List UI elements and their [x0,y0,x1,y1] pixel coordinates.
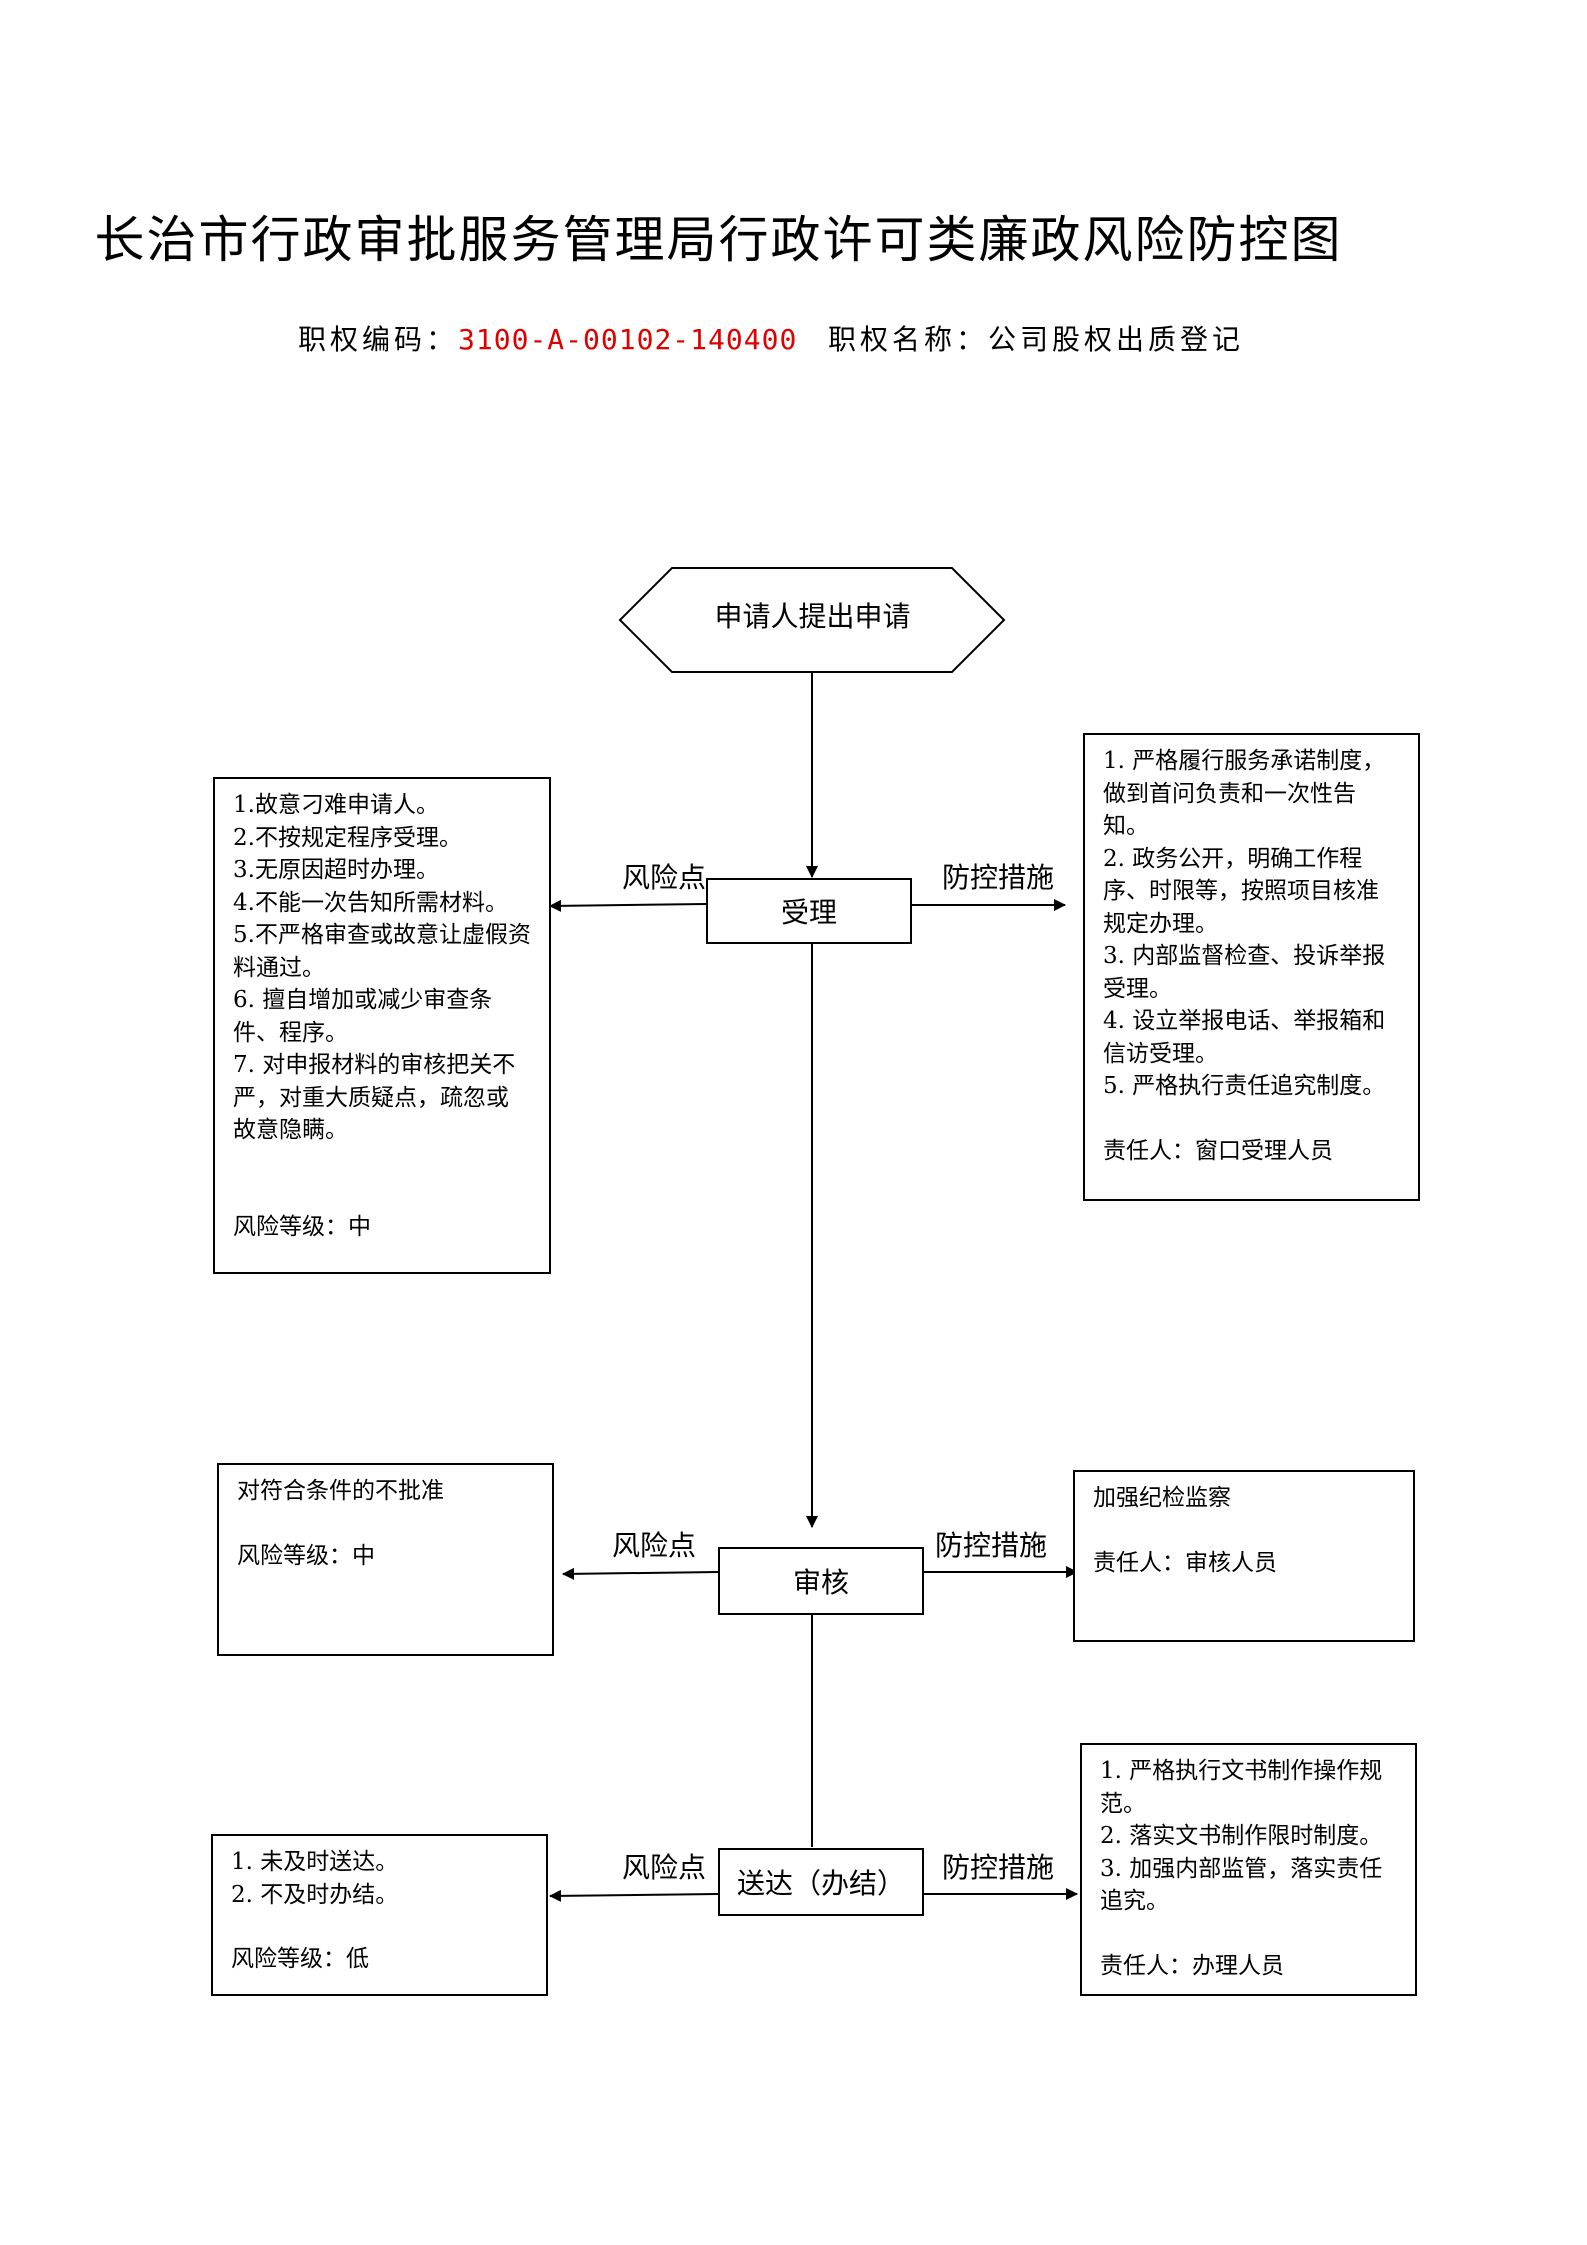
authority-code: 职权编码：3100-A-00102-140400 [298,318,797,358]
risk-item: 7. 对申报材料的审核把关不严，对重大质疑点，疏忽或故意隐瞒。 [233,1052,516,1143]
risk-item: 2. 不及时办结。 [231,1881,399,1908]
step-review: 审核 [718,1547,924,1615]
risk-point-label: 风险点 [612,1529,697,1562]
page-title: 长治市行政审批服务管理局行政许可类廉政风险防控图 [94,211,1343,269]
start-hexagon [618,567,1006,673]
arrow-review-risk [562,1567,719,1580]
authority-name: 职权名称：公司股权出质登记 [828,318,1244,358]
risk-box-accept: 1.故意刁难申请人。 2.不按规定程序受理。 3.无原因超时办理。 4.不能一次… [213,777,551,1274]
risk-item: 4.不能一次告知所需材料。 [233,889,508,916]
control-box-accept: 1. 严格履行服务承诺制度，做到首问负责和一次性告知。 2. 政务公开，明确工作… [1083,733,1420,1201]
authority-name-value: 公司股权出质登记 [988,323,1245,356]
authority-name-label: 职权名称： [828,323,989,356]
risk-box-deliver: 1. 未及时送达。 2. 不及时办结。 风险等级：低 [211,1834,548,1996]
risk-item: 3.无原因超时办理。 [233,857,439,883]
responsible-person: 责任人：审核人员 [1093,1549,1277,1576]
arrow-deliver-risk [549,1889,719,1902]
authority-code-value: 3100-A-00102-140400 [458,323,798,356]
control-measure-label: 防控措施 [942,861,1055,894]
risk-point-label: 风险点 [622,861,707,894]
risk-item: 对符合条件的不批准 [237,1478,444,1504]
risk-item: 5.不严格审查或故意让虚假资料通过。 [233,922,531,981]
control-item: 4. 设立举报电话、举报箱和信访受理。 [1103,1008,1386,1067]
responsible-person: 责任人：办理人员 [1100,1952,1284,1979]
risk-item: 1.故意刁难申请人。 [233,792,439,818]
risk-item: 2.不按规定程序受理。 [233,824,462,851]
control-item: 2. 落实文书制作限时制度。 [1100,1823,1383,1849]
risk-item: 1. 未及时送达。 [231,1849,399,1875]
control-measure-label: 防控措施 [935,1529,1048,1562]
arrow-accept-risk [549,899,707,912]
control-item: 2. 政务公开，明确工作程序、时限等，按照项目核准规定办理。 [1103,845,1379,937]
control-item: 3. 内部监督检查、投诉举报受理。 [1103,943,1386,1002]
control-item: 1. 严格履行服务承诺制度，做到首问负责和一次性告知。 [1103,748,1386,839]
control-measure-label: 防控措施 [942,1851,1055,1884]
control-item: 1. 严格执行文书制作操作规范。 [1100,1758,1383,1817]
risk-item: 6. 擅自增加或减少审查条件、程序。 [233,987,493,1046]
risk-level: 风险等级：低 [231,1946,369,1972]
step-accept: 受理 [706,878,912,944]
control-item: 3. 加强内部监管，落实责任追究。 [1100,1855,1383,1915]
risk-point-label: 风险点 [622,1851,707,1884]
risk-level: 风险等级：中 [237,1542,375,1569]
control-box-deliver: 1. 严格执行文书制作操作规范。 2. 落实文书制作限时制度。 3. 加强内部监… [1080,1743,1417,1996]
authority-code-label: 职权编码： [298,323,459,356]
control-item: 加强纪检监察 [1093,1485,1231,1511]
risk-level: 风险等级：中 [233,1213,371,1240]
control-box-review: 加强纪检监察 责任人：审核人员 [1073,1470,1415,1642]
risk-box-review: 对符合条件的不批准 风险等级：中 [217,1463,554,1656]
step-deliver: 送达（办结） [718,1848,924,1916]
control-item: 5. 严格执行责任追究制度。 [1103,1073,1386,1099]
responsible-person: 责任人：窗口受理人员 [1103,1137,1333,1164]
start-node-label: 申请人提出申请 [714,600,911,633]
